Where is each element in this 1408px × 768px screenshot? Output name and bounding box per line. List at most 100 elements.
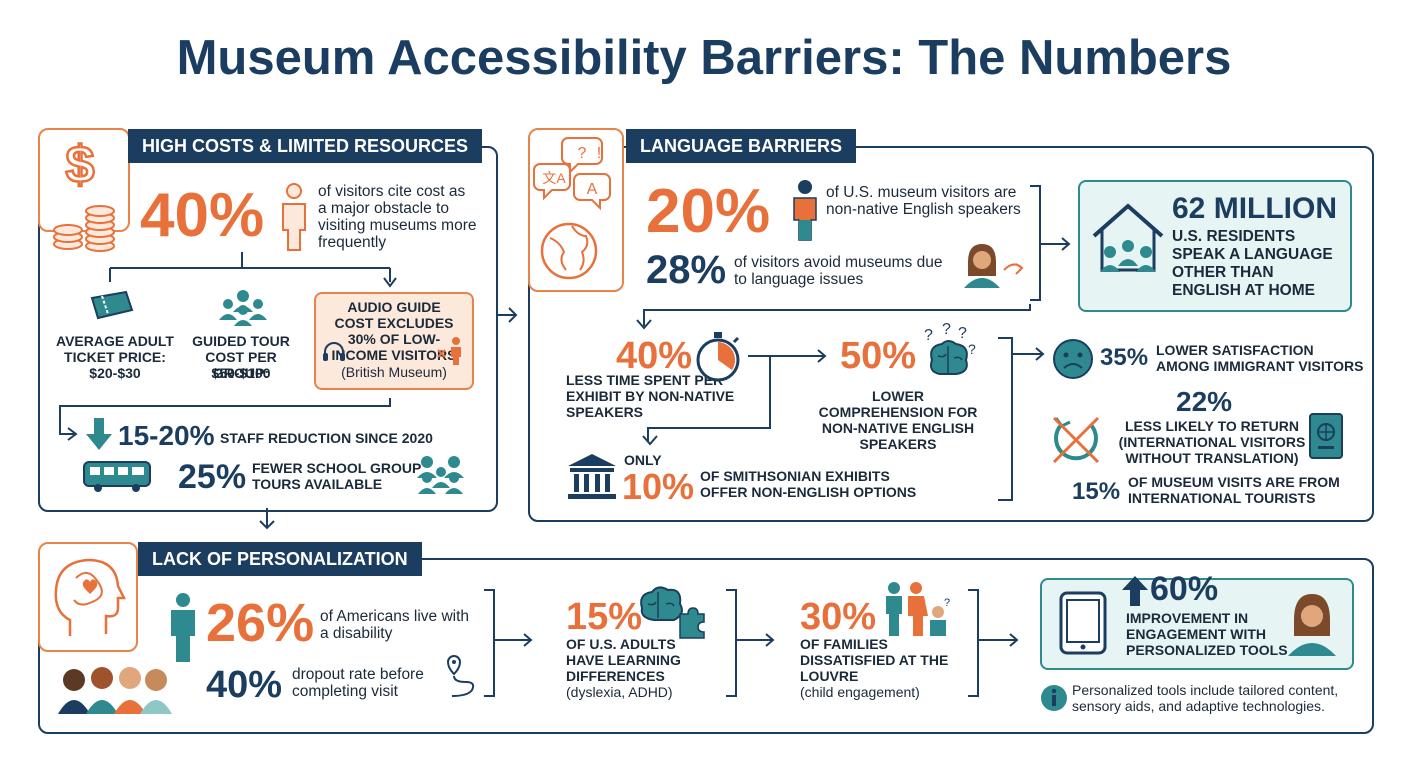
svg-text:?: ? [968,341,976,357]
svg-text:$: $ [66,136,95,194]
svg-text:A: A [587,181,598,198]
costs-lower-connector [59,398,391,441]
dropout-pct: 40% [206,664,283,706]
costs-to-language-arrow [496,307,518,323]
costs-main-pct: 40% [140,181,265,250]
ticket-value: $20-$30 [89,365,141,381]
return-pct: 22% [1176,386,1233,417]
costs-branch-connector [109,252,397,288]
tour-value: $50-$100 [211,365,271,381]
svg-text:?: ? [942,321,951,338]
house-icon [1092,203,1164,272]
language-tab: LANGUAGE BARRIERS [626,129,857,163]
disability-pct: 26% [206,593,315,653]
avoid-text: of visitors avoid museums due to languag… [734,254,943,288]
nonnative-person-icon [793,180,817,241]
svg-text:?: ? [944,597,950,609]
nonnative-pct: 20% [646,177,771,246]
no-return-icon [1052,416,1100,464]
personal-tab: LACK OF PERSONALIZATION [138,542,422,576]
students-icon [417,456,464,494]
language-right-bracket [998,337,1045,501]
info-icon [1041,685,1067,711]
dropout-text: dropout rate before completing visit [292,666,424,700]
svg-text:!: ! [597,145,601,162]
woman-icon [1288,594,1336,656]
family-text: OF FAMILIES DISSATISFIED AT THE LOUVRE [800,636,949,684]
brain-puzzle-icon [640,586,705,639]
learning-note: (dyslexia, ADHD) [566,684,673,700]
people-group-icon [58,667,172,714]
excluded-person-icon [437,337,461,365]
stopwatch-icon [696,332,740,382]
svg-text:?: ? [924,327,933,344]
head-heart-icon [54,558,127,636]
audio-guide-source: (British Museum) [341,364,447,380]
svg-text:?: ? [578,145,587,162]
globe-icon [540,222,598,280]
page-title: Museum Accessibility Barriers: The Numbe… [176,31,1232,85]
time-pct: 40% [616,335,693,377]
comp-pct: 50% [840,335,917,377]
return-text: LESS LIKELY TO RETURN (INTERNATIONAL VIS… [1118,418,1306,466]
family-pct: 30% [800,596,877,638]
info-text: Personalized tools include tailored cont… [1072,682,1339,714]
nonnative-text: of U.S. museum visitors are non-native E… [826,184,1021,218]
route-icon [446,654,475,697]
smith-text: OF SMITHSONIAN EXHIBITS OFFER NON-ENGLIS… [700,468,917,500]
audio-guide-text: AUDIO GUIDE COST EXCLUDES 30% OF LOW-INC… [331,299,457,363]
staff-text: STAFF REDUCTION SINCE 2020 [220,430,433,446]
engage-pct: 60% [1150,570,1219,608]
language-flow-connector [636,304,1031,330]
intl-pct: 15% [1072,478,1121,505]
avoid-pct: 28% [646,248,727,292]
time-to-comp-connector [647,349,827,442]
svg-text:?: ? [958,325,967,342]
staff-pct: 15-20% [118,420,215,451]
smith-pct: 10% [622,466,695,507]
costs-to-personal-arrow [259,508,275,530]
million-text: U.S. RESIDENTS SPEAK A LANGUAGE OTHER TH… [1172,228,1338,299]
museum-building-icon [568,454,616,499]
intl-text: OF MUSEUM VISITS ARE FROM INTERNATIONAL … [1128,474,1340,506]
ticket-icon [90,290,134,320]
sad-face-icon [1053,339,1093,379]
time-text: LESS TIME SPENT PER EXHIBIT BY NON-NATIV… [566,372,735,420]
costs-icon-box: $ [38,128,130,232]
sat-pct: 35% [1100,344,1149,371]
dollar-icon: $ [64,135,96,196]
sat-text: LOWER SATISFACTION AMONG IMMIGRANT VISIT… [1156,342,1364,374]
bus-icon [83,461,151,492]
engage-text: IMPROVEMENT IN ENGAGEMENT WITH PERSONALI… [1126,610,1288,658]
million-value: 62 MILLION [1172,192,1338,225]
audio-guide-card [314,292,474,390]
family-note: (child engagement) [800,684,920,700]
group-icon [219,290,267,326]
learning-pct: 15% [566,596,643,638]
personal-icon-box [38,542,138,652]
speech-bubbles-icon: ? ! 文A A [533,137,611,211]
personal-bracket-2 [726,589,775,697]
brain-icon: ? ? ? ? [924,321,976,375]
school-text: FEWER SCHOOL GROUP TOURS AVAILABLE [252,460,422,492]
coins-icon [53,205,115,252]
passport-icon [1309,413,1343,459]
smithsonian-arrow [642,435,658,446]
headphones-icon [323,342,345,361]
family-icon: ? [886,582,950,636]
svg-text:文A: 文A [542,170,566,186]
comp-text: LOWER COMPREHENSION FOR NON-NATIVE ENGLI… [818,388,978,452]
school-pct: 25% [178,458,247,496]
woman-icon [964,244,1024,288]
costs-main-text: of visitors cite cost as a major obstacl… [318,183,477,251]
down-arrow-icon [86,418,112,450]
language-bracket [1030,185,1071,301]
ticket-label: AVERAGE ADULT TICKET PRICE: [56,333,174,365]
only-label: ONLY [624,452,662,468]
learning-text: OF U.S. ADULTS HAVE LEARNING DIFFERENCES [566,636,681,684]
personal-bracket-1 [484,589,533,697]
person-icon [171,593,195,662]
costs-tab: HIGH COSTS & LIMITED RESOURCES [128,129,483,163]
up-arrow-icon [1122,576,1148,606]
disability-text: of Americans live with a disability [320,608,470,642]
